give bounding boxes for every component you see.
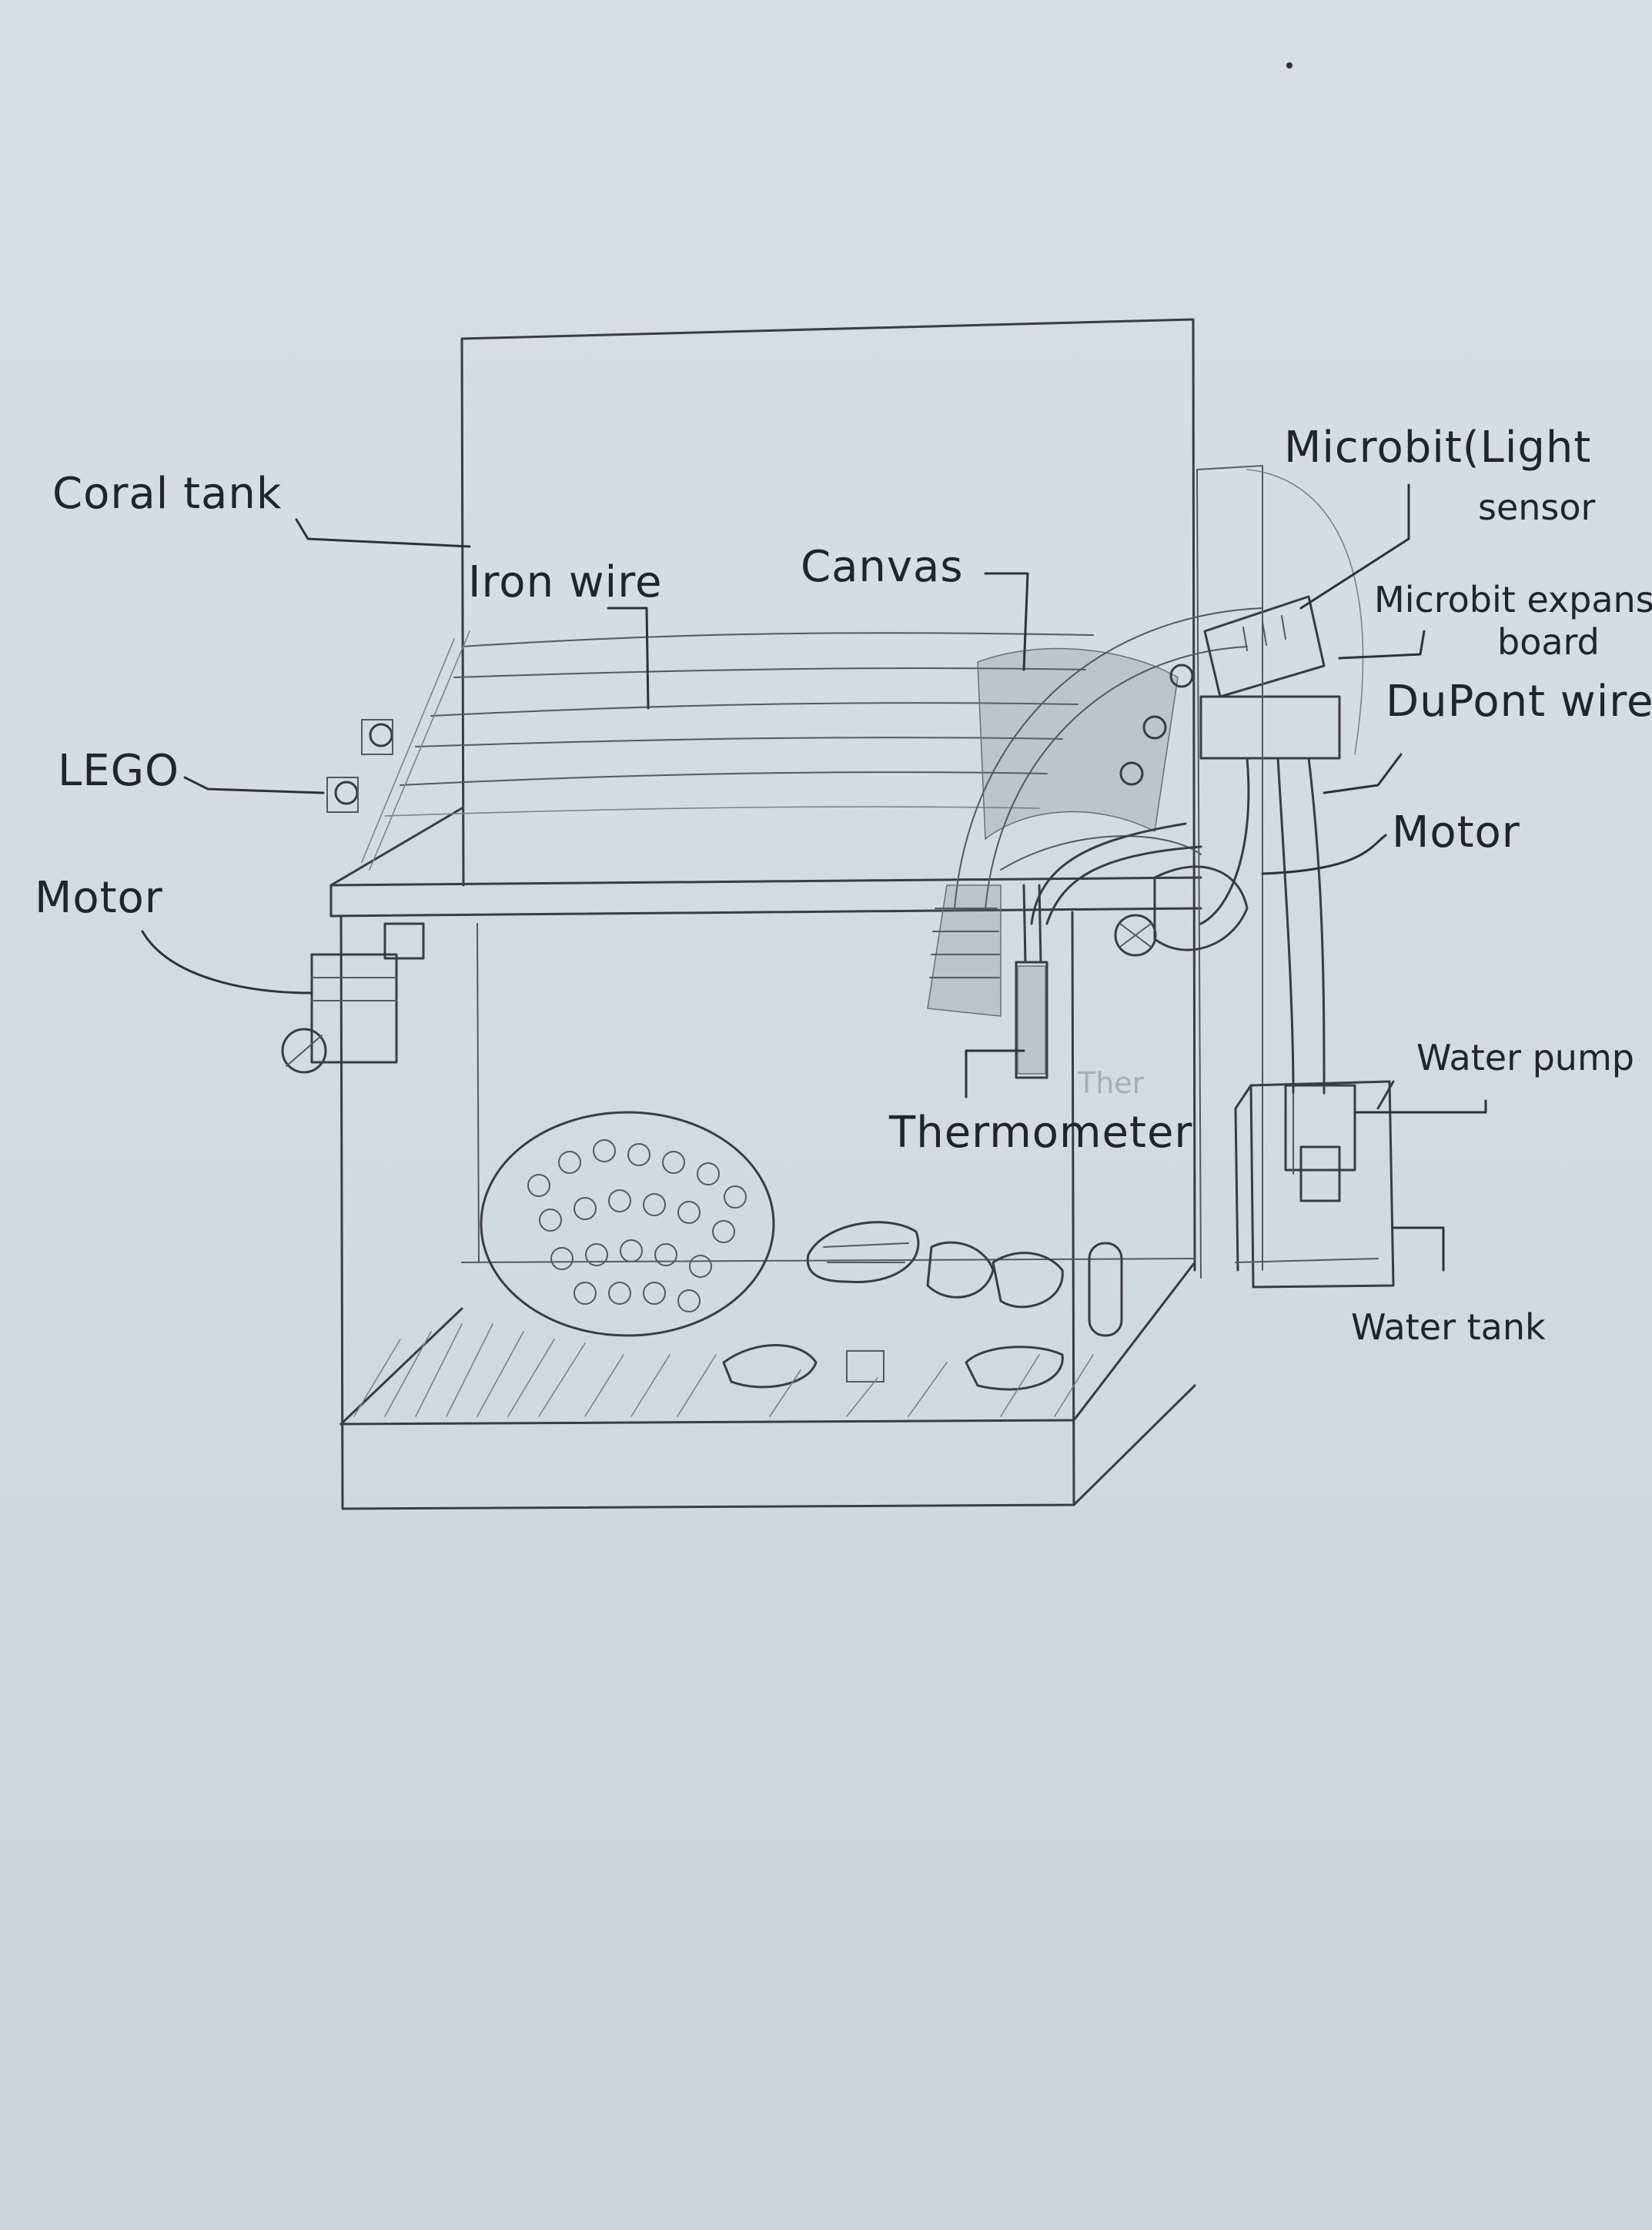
label-motor-right: Motor — [1392, 807, 1520, 858]
label-dupont-wires: DuPont wires — [1386, 677, 1652, 727]
canvas-sheet — [954, 607, 1263, 909]
label-water-tank: Water tank — [1351, 1306, 1546, 1348]
left-motor — [281, 922, 425, 1074]
label-thermometer-ghost: Ther — [1077, 1066, 1145, 1100]
dupont-wires — [1030, 469, 1364, 1095]
label-coral-tank: Coral tank — [52, 469, 282, 519]
label-thermometer: Thermometer — [888, 1108, 1192, 1158]
lego-pegs — [326, 719, 393, 813]
label-sensor: sensor — [1478, 486, 1596, 528]
sand-bed-shading — [353, 1323, 1094, 1417]
iron-wire-strands — [361, 630, 1094, 871]
label-microbit: Microbit(Light — [1284, 423, 1591, 473]
label-lego: LEGO — [58, 746, 179, 796]
label-canvas: Canvas — [801, 542, 964, 592]
coral-tank-frame — [329, 318, 1202, 1510]
leader-lines — [141, 483, 1487, 1272]
coral-cluster — [480, 1111, 1123, 1391]
canvas-rod-pegs — [1119, 664, 1194, 786]
pencil-dot — [1286, 62, 1293, 69]
thermometer-device — [927, 884, 1048, 1079]
label-motor-left: Motor — [35, 873, 163, 923]
label-water-pump: Water pump — [1416, 1037, 1634, 1078]
water-tank — [1234, 1080, 1395, 1289]
microbit-board — [1196, 464, 1341, 1279]
label-iron-wire: Iron wire — [468, 557, 662, 607]
label-expansion-board-line1: Microbit expansia — [1374, 579, 1652, 620]
label-expansion-board-line2: board — [1497, 621, 1600, 663]
diagram-labels: Coral tank Iron wire Canvas LEGO Motor M… — [35, 423, 1652, 1348]
right-motor — [1114, 865, 1249, 957]
water-pump — [1284, 1084, 1356, 1202]
